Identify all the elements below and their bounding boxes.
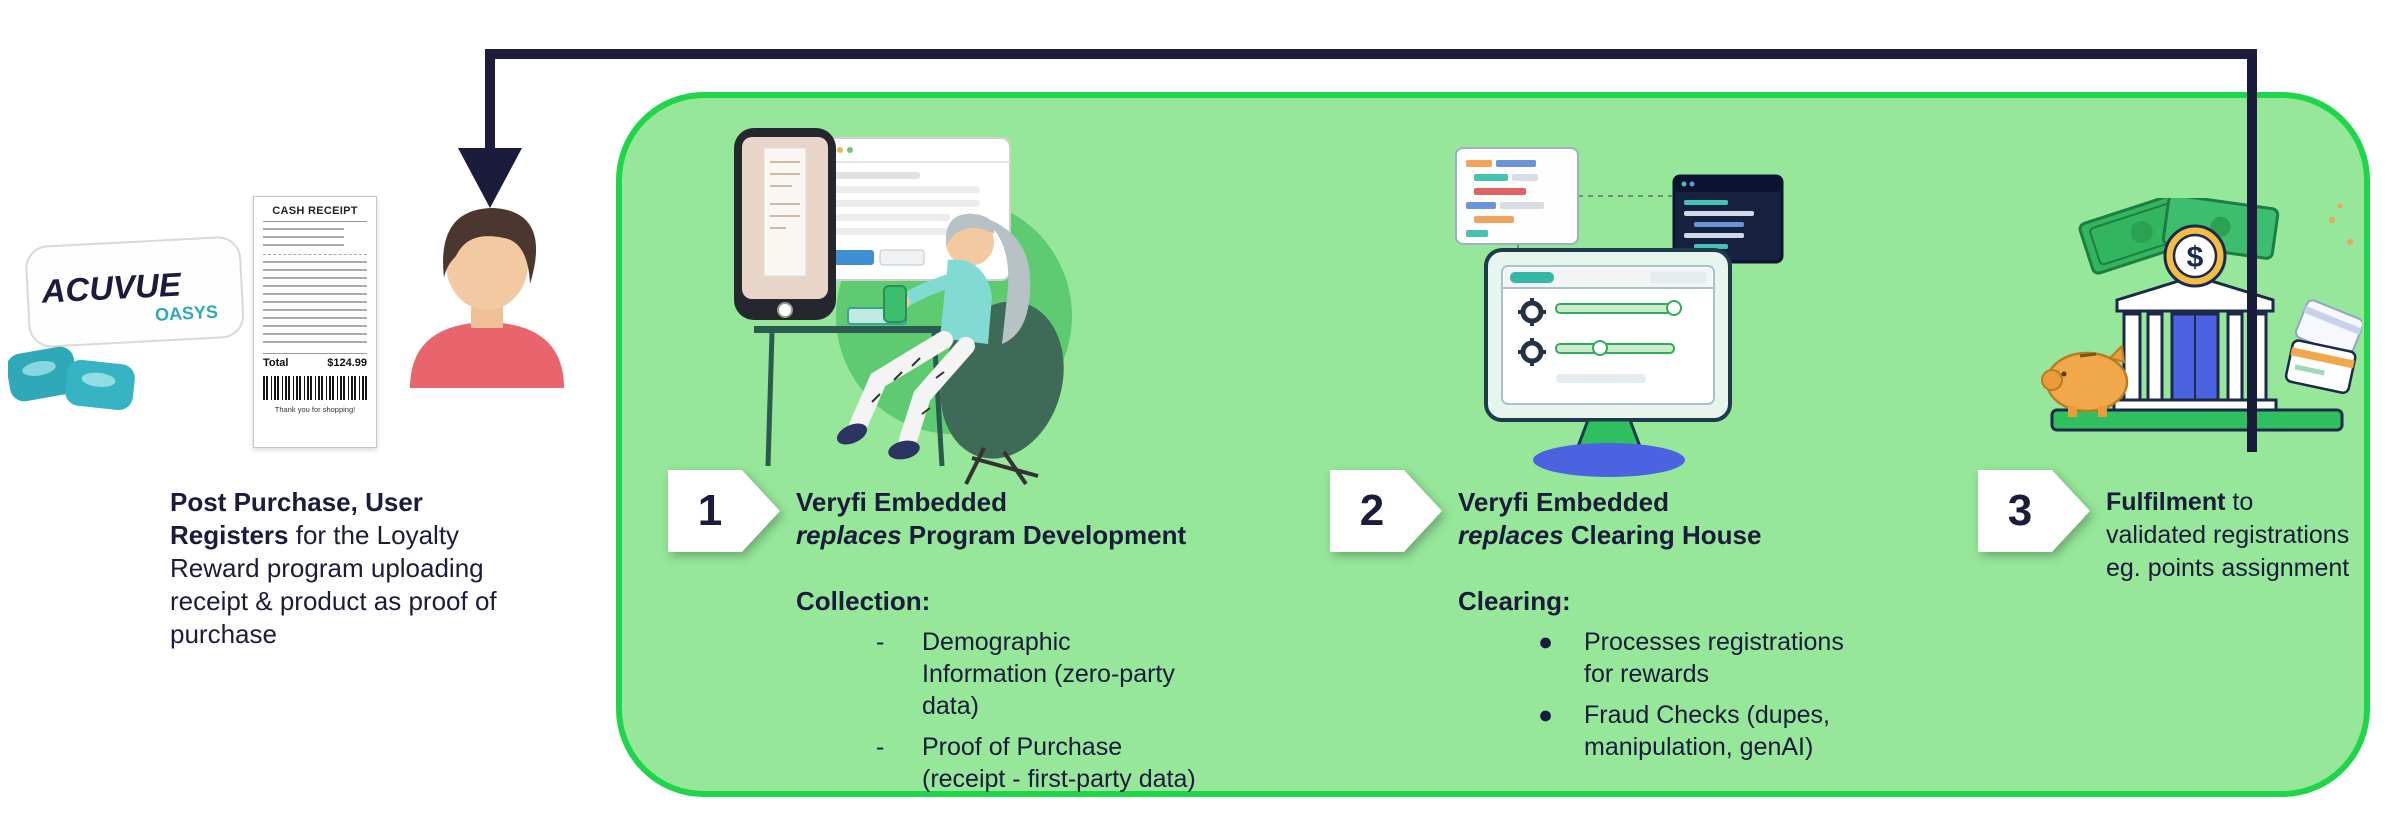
receipt-title: CASH RECEIPT [263,205,367,222]
list-marker: ● [1538,628,1554,656]
cash-receipt: CASH RECEIPT Total $124.99 Thank you for… [253,196,377,448]
acuvue-product-image: ACUVUE OASYS [8,236,245,411]
list-item-text: Processes registrations for rewards [1584,628,1844,688]
bank-platform [2050,408,2344,432]
list-item-text: Demographic Information (zero-party data… [922,628,1175,720]
receipt-footer: Thank you for shopping! [274,405,356,414]
list-item-text: Fraud Checks (dupes, manipulation, genAI… [1584,701,1830,761]
step2-title-rest: Clearing House [1563,520,1762,550]
step3-badge: 3 [1978,470,2090,552]
dollar-sign-text: $ [2187,241,2204,274]
monitor-base [1533,443,1685,477]
step3-rest-text: to validated registrations eg. points as… [2106,488,2350,582]
receipt-divider [263,254,367,255]
receipt-total-value: $124.99 [327,357,367,369]
receipt-meta-lines [263,228,345,250]
list-item: ● Processes registrations for rewards [1458,626,1858,690]
step2-text-block: Veryfi Embedded replaces Clearing House … [1458,486,1858,772]
caption-bold-text: Post Purchase, User Registers [170,487,423,550]
step3-text-block: Fulfilment to validated registrations eg… [2106,486,2358,585]
avatar-body [410,322,564,388]
step2-illustration-clearing [1455,147,1784,477]
product-brand-text: ACUVUE [40,265,183,309]
window-action-pill [1510,272,1554,283]
step1-title-italic: replaces [796,520,902,550]
step2-number: 2 [1359,486,1385,535]
user-avatar [410,208,564,388]
list-item: ● Fraud Checks (dupes, manipulation, gen… [1458,699,1858,763]
caption-rest-text: for the Loyalty Reward program uploading… [170,520,497,649]
step1-illustration-collection [734,128,1072,486]
list-marker: - [876,733,885,761]
dollar-medallion-icon: $ [2163,224,2227,288]
list-item: - Demographic Information (zero-party da… [796,626,1196,722]
step2-list: ● Processes registrations for rewards ● … [1458,626,1858,763]
step3-number: 3 [2007,486,2033,535]
lens-packets-icon [8,346,135,411]
product-line-text: OASYS [154,302,218,325]
step1-badge: 1 [668,470,780,552]
step1-title: Veryfi Embedded replaces Program Develop… [796,486,1196,552]
step1-text-block: Veryfi Embedded replaces Program Develop… [796,486,1196,804]
step3-bold-text: Fulfilment [2106,488,2226,516]
monitor-icon [1484,248,1732,422]
veryfi-process-box: $ [616,92,2370,797]
step1-list-header: Collection: [796,586,931,616]
step1-number: 1 [697,486,723,535]
list-item: - Proof of Purchase (receipt - first-par… [796,731,1196,795]
receipt-total-row: Total $124.99 [263,353,367,369]
barcode-icon [263,376,367,400]
handheld-phone-icon [883,285,907,323]
step1-list: - Demographic Information (zero-party da… [796,626,1196,795]
list-item-text: Proof of Purchase (receipt - first-party… [922,733,1196,793]
purchase-caption: Post Purchase, User Registers for the Lo… [170,486,538,651]
step2-list-header: Clearing: [1458,586,1571,616]
phone-receipt-capture-icon [734,128,836,320]
list-marker: ● [1538,701,1554,729]
credit-cards-icon [2284,299,2362,394]
receipt-item-lines [263,261,367,347]
step2-title-line1: Veryfi Embedded [1458,487,1669,517]
step1-title-rest: Program Development [901,520,1187,550]
step1-title-line1: Veryfi Embedded [796,487,1007,517]
step2-title-italic: replaces [1458,520,1564,550]
camera-shutter-icon [777,302,793,318]
list-marker: - [876,628,885,656]
step3-illustration-fulfilment: $ [2041,198,2362,432]
step2-badge: 2 [1330,470,1442,552]
step3-paragraph: Fulfilment to validated registrations eg… [2106,486,2358,585]
code-snippet-card-icon [1455,147,1579,245]
receipt-total-label: Total [263,357,289,369]
step2-title: Veryfi Embedded replaces Clearing House [1458,486,1858,552]
arrowhead-down-icon [458,148,522,208]
